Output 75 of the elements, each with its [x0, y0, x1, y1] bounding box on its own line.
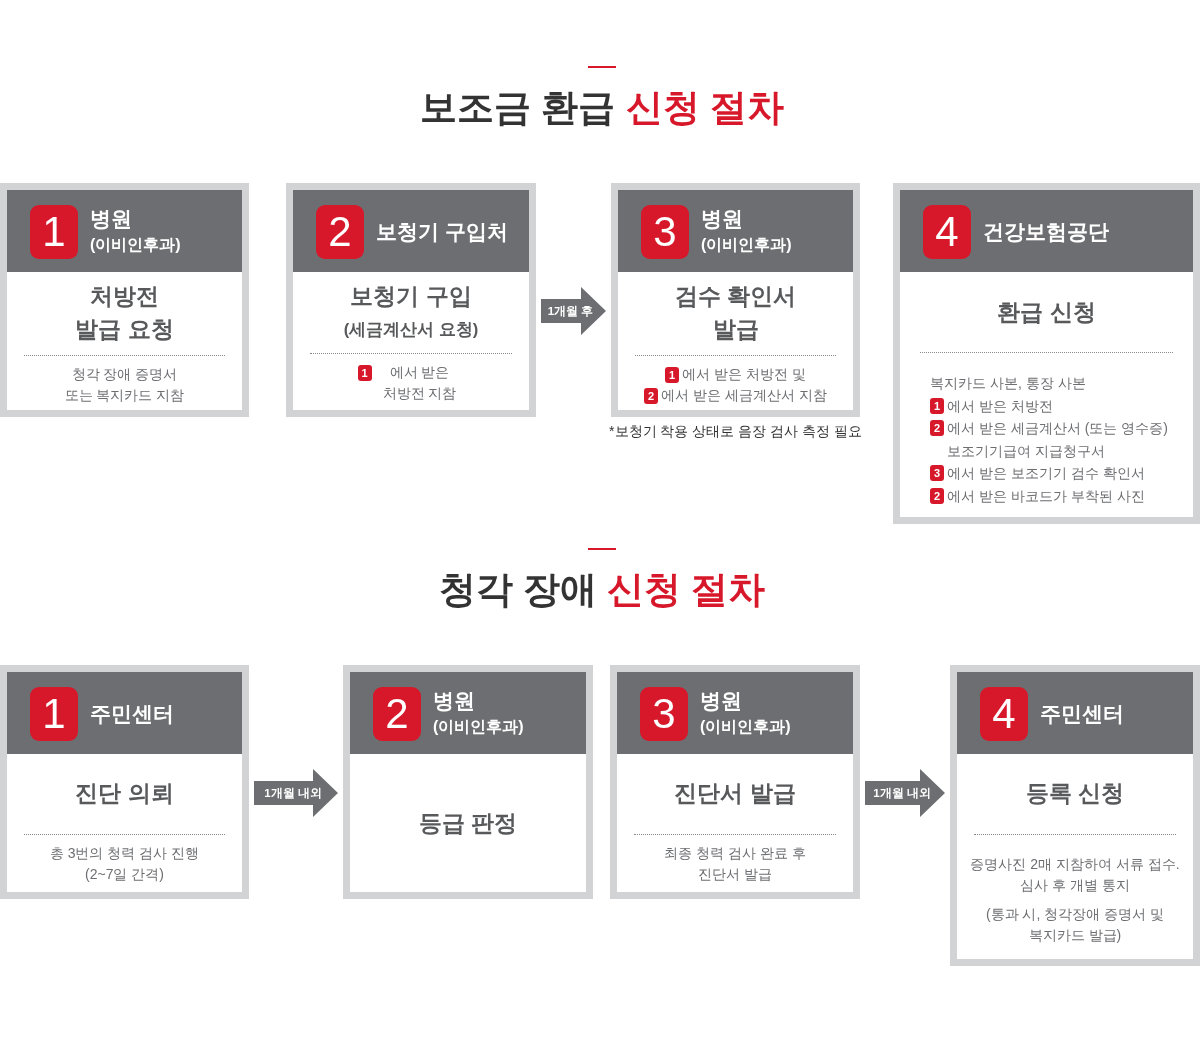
- header-title: 병원: [90, 206, 132, 232]
- header-title: 건강보험공단: [983, 218, 1109, 245]
- header-subtitle: (이비인후과): [433, 717, 524, 737]
- list-item: 에서 받은 바코드가 부착된 사진: [947, 486, 1145, 506]
- step-note: 청각 장애 증명서 또는 복지카드 지참: [63, 365, 186, 405]
- step-title: 처방전 발급 요청: [75, 283, 174, 342]
- edge-label: 1개월 내외: [264, 786, 322, 800]
- step-number-badge: 4: [923, 205, 971, 259]
- edge-label: 1개월 후: [547, 304, 594, 318]
- step-header: [957, 672, 1193, 754]
- section-title: 청각 장애 신청 절차: [438, 568, 766, 612]
- step-header: [900, 190, 1193, 272]
- step-title: 환급 신청: [997, 299, 1096, 325]
- header-title: 병원: [701, 206, 743, 232]
- step-card: [0, 665, 249, 899]
- number-badge: 1: [665, 366, 680, 383]
- header-subtitle: (이비인후과): [701, 235, 792, 255]
- step-note: 에서 받은 처방전 지참: [381, 363, 458, 403]
- step-title: 등록 신청: [1025, 780, 1125, 806]
- number-badge: 2: [930, 420, 944, 437]
- step-card: [950, 665, 1200, 966]
- block-arrow: [541, 287, 606, 335]
- step-header: [618, 190, 853, 272]
- step-card: [611, 183, 860, 417]
- number-badge: 1: [357, 364, 372, 381]
- step-title: 검수 확인서 발급: [674, 283, 797, 342]
- step-card: [343, 665, 593, 899]
- edge-label: 1개월 내외: [873, 786, 931, 800]
- step-card: [286, 183, 536, 417]
- step-note: 에서 받은 세금계산서 지참: [661, 386, 827, 405]
- step-header: [350, 672, 586, 754]
- number-badge: 3: [930, 465, 944, 482]
- step-title: 등급 판정: [418, 810, 518, 836]
- step-header: [7, 190, 242, 272]
- step-note: (통과 시, 청각장애 증명서 및 복지카드 발급): [984, 905, 1166, 945]
- list-item: 복지카드 사본, 통장 사본: [930, 374, 1086, 393]
- step-header: [293, 190, 529, 272]
- note-text: *보청기 착용 상태로 음장 검사 측정 필요: [609, 422, 862, 440]
- step-title: 진단 의뢰: [75, 780, 174, 806]
- number-badge: 1: [930, 397, 944, 414]
- header-title: 보청기 구입처: [376, 218, 508, 245]
- header-title: 주민센터: [90, 700, 174, 727]
- list-item: 에서 받은 세금계산서 (또는 영수증): [947, 419, 1168, 438]
- step-number-badge: 2: [316, 205, 364, 259]
- step-number-badge: 1: [30, 687, 78, 741]
- step-number-badge: 3: [640, 687, 688, 741]
- step-card: [610, 665, 860, 899]
- step-number-badge: 2: [373, 687, 421, 741]
- header-subtitle: (이비인후과): [700, 717, 791, 737]
- header-subtitle: (이비인후과): [90, 235, 181, 255]
- step-card: [893, 183, 1200, 524]
- step-subtitle: (세금계산서 요청): [343, 320, 479, 338]
- step-note: 증명사진 2매 지참하여 서류 접수. 심사 후 개별 통지: [969, 855, 1181, 895]
- list-item: 에서 받은 처방전: [947, 396, 1053, 416]
- step-header: [617, 672, 853, 754]
- header-title: 병원: [433, 688, 475, 714]
- number-badge: 2: [930, 487, 944, 504]
- step-card: [0, 183, 249, 417]
- step-number-badge: 1: [30, 205, 78, 259]
- step-header: [7, 672, 242, 754]
- step-title: 진단서 발급: [674, 780, 796, 806]
- section-title: 보조금 환급 신청 절차: [420, 86, 784, 130]
- list-item: 에서 받은 보조기기 검수 확인서: [947, 464, 1145, 483]
- step-note: 총 3번의 청력 검사 진행 (2~7일 간격): [48, 844, 201, 884]
- header-title: 주민센터: [1040, 700, 1124, 727]
- step-note: 에서 받은 처방전 및: [682, 365, 806, 384]
- block-arrow: [865, 769, 945, 817]
- step-number-badge: 3: [641, 205, 689, 259]
- header-title: 병원: [700, 688, 742, 714]
- step-note: 최종 청력 검사 완료 후 진단서 발급: [663, 844, 807, 884]
- step-number-badge: 4: [980, 687, 1028, 741]
- number-badge: 2: [644, 387, 659, 404]
- step-title: 보청기 구입: [350, 283, 472, 309]
- block-arrow: [254, 769, 338, 817]
- list-item: 보조기기급여 지급청구서: [947, 441, 1105, 461]
